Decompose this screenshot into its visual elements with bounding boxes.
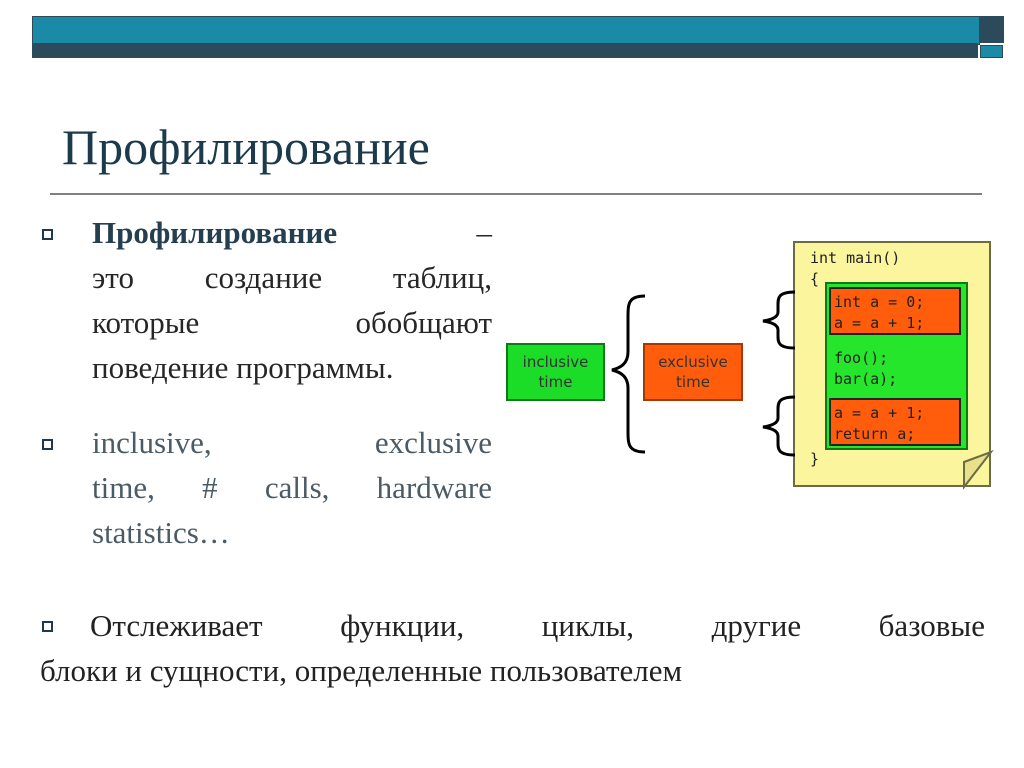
code-line-int-a: int a = 0;	[834, 293, 925, 311]
inclusive-time-box: inclusive time	[506, 343, 605, 401]
exclusive-region-bottom	[829, 398, 961, 446]
code-line-return: return a;	[834, 425, 916, 443]
title-divider	[50, 193, 982, 195]
code-line-a-plus-1-second: a = a + 1;	[834, 404, 925, 422]
square-bullet-icon	[42, 439, 53, 450]
bullet-profiling-definition: Профилирование – это создание таблиц, ко…	[92, 210, 492, 390]
header-square-bottom	[980, 45, 1003, 58]
brace-large	[611, 294, 646, 454]
square-bullet-icon	[42, 621, 53, 632]
tracking-line-1: Отслеживает функции, циклы, другие базов…	[90, 608, 985, 643]
brace-top	[762, 290, 796, 350]
code-line-foo: foo();	[834, 349, 889, 367]
definition-line-3: поведение программы.	[92, 350, 394, 385]
inclusive-time-label: time	[538, 373, 573, 391]
header-stripe	[32, 43, 978, 58]
metrics-line-1: inclusive, exclusive	[92, 425, 492, 460]
brace-bottom	[762, 395, 796, 457]
exclusive-region-top	[829, 287, 961, 335]
code-line-open-brace: {	[810, 270, 820, 288]
code-line-bar: bar(a);	[834, 370, 898, 388]
tracking-line-2: блоки и сущности, определенные пользоват…	[40, 653, 683, 688]
inclusive-label: inclusive	[522, 353, 589, 371]
exclusive-time-label: time	[676, 373, 710, 391]
definition-line-1: это создание таблиц,	[92, 260, 492, 295]
exclusive-time-box: exclusive time	[643, 343, 743, 401]
code-line-a-plus-1: a = a + 1;	[834, 314, 925, 332]
dash: –	[476, 215, 493, 250]
header-square-top	[980, 16, 1004, 43]
code-line-main: int main()	[810, 249, 901, 267]
bullet-metrics: inclusive, exclusive time, # calls, hard…	[92, 420, 492, 555]
code-line-close-brace: }	[810, 450, 820, 468]
term-bold: Профилирование	[92, 215, 338, 250]
definition-line-2: которые обобщают	[92, 305, 492, 340]
metrics-line-3: statistics…	[92, 515, 230, 550]
page-fold	[963, 449, 994, 490]
metrics-line-2: time, # calls, hardware	[92, 470, 492, 505]
square-bullet-icon	[42, 229, 53, 240]
slide-title: Профилирование	[62, 119, 430, 175]
bullet-tracking: Отслеживает функции, циклы, другие базов…	[40, 603, 985, 693]
exclusive-label: exclusive	[658, 353, 728, 371]
